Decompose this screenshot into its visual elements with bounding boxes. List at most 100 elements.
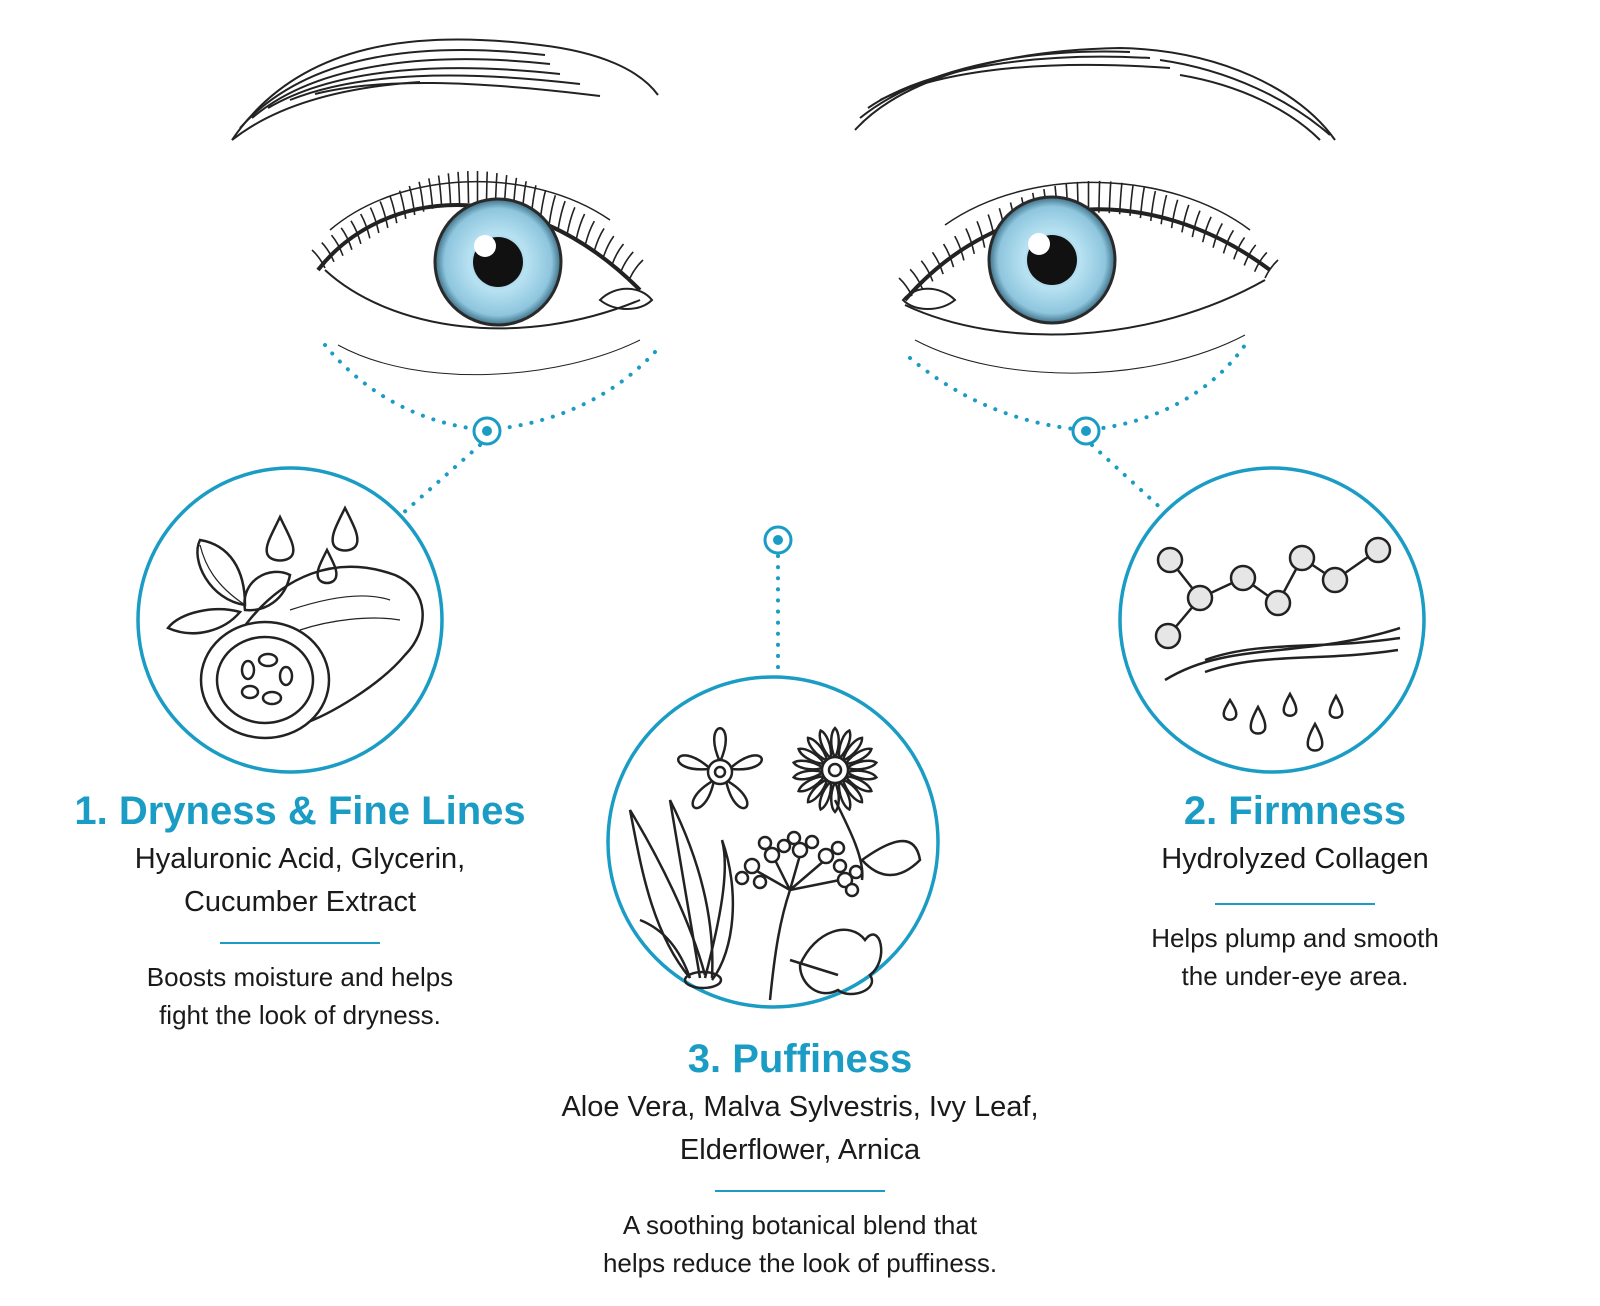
eyelash: [457, 171, 461, 204]
firmness-title: 2. Firmness: [1183, 789, 1407, 833]
arnica-petal: [842, 774, 873, 793]
eyelash: [548, 195, 557, 224]
eyelash: [575, 213, 586, 240]
firmness-ingredients: Hydrolyzed Collagen: [1080, 838, 1510, 881]
description-line: Helps plump and smooth: [1151, 923, 1439, 953]
eyelash: [931, 251, 944, 275]
collagen-molecule-icon: [1118, 466, 1426, 774]
eyelash: [909, 268, 924, 289]
eyelash: [920, 260, 934, 282]
arnica-petal: [843, 769, 879, 781]
arnica-petal: [843, 759, 879, 771]
dryness-ingredients: Hyaluronic Acid, Glycerin, Cucumber Extr…: [70, 838, 530, 924]
cucumber-slice: [199, 620, 331, 740]
eyelash: [1233, 237, 1246, 260]
eyelash: [566, 207, 576, 234]
elderflower: [734, 830, 864, 1001]
eyelash: [1129, 184, 1134, 216]
arnica-petal: [842, 747, 873, 766]
divider: [715, 1190, 885, 1192]
eyelash: [437, 175, 443, 207]
eyelash: [1191, 210, 1201, 238]
mallow-flower: [677, 727, 763, 810]
eyelash: [1243, 244, 1257, 266]
eyelash: [1149, 190, 1157, 221]
eyelash: [340, 227, 353, 250]
eyelash: [321, 241, 335, 263]
arnica-petal: [830, 779, 840, 814]
eyelash: [1264, 259, 1279, 279]
puffiness-circle: [606, 675, 940, 1009]
marker-center: [763, 525, 793, 555]
firmness-description: Helps plump and smooth the under-eye are…: [1080, 919, 1510, 995]
connector-right-under-eye: [908, 343, 1247, 433]
divider: [1215, 903, 1375, 905]
puffiness-title: 3. Puffiness: [687, 1037, 913, 1081]
marker-left: [472, 416, 502, 446]
botanical-flowers-icon: [606, 675, 940, 1009]
description-line: Boosts moisture and helps: [146, 962, 454, 992]
eyelash: [1201, 216, 1212, 243]
cucumber-and-drops-icon: [136, 466, 444, 774]
aloe-vera: [628, 799, 735, 990]
eyelash: [965, 228, 976, 255]
right-eye-illustration: [854, 46, 1336, 374]
eyelash: [1170, 199, 1179, 229]
leaf: [196, 538, 247, 607]
eyelash: [593, 228, 605, 252]
eyelash: [311, 249, 326, 269]
eyelash: [976, 220, 986, 248]
arnica-petal: [806, 776, 830, 804]
left-eye-illustration: [231, 38, 659, 376]
eyelash: [557, 200, 566, 229]
arnica-petal: [818, 728, 833, 762]
connector-left-to-circle: [400, 443, 482, 516]
arnica-petal: [830, 726, 840, 761]
arnica-center-dot: [827, 762, 843, 778]
eyelash: [418, 181, 425, 212]
arnica-petal: [837, 728, 852, 762]
divider: [220, 942, 380, 944]
arnica-petal: [806, 736, 830, 764]
eyelash: [584, 220, 596, 246]
arnica-petal: [818, 778, 833, 812]
dryness-title: 1. Dryness & Fine Lines: [74, 789, 526, 833]
ingredients-line: Elderflower, Arnica: [679, 1134, 921, 1166]
puffiness-ingredients: Aloe Vera, Malva Sylvestris, Ivy Leaf, E…: [500, 1086, 1100, 1172]
ingredients-line: Hydrolyzed Collagen: [1161, 843, 1429, 875]
marker-right: [1071, 416, 1101, 446]
leaf-2: [243, 570, 292, 612]
eyelash: [602, 235, 615, 259]
firmness-section: 2. Firmness Hydrolyzed Collagen Helps pl…: [1080, 788, 1510, 995]
arnica-petal: [791, 769, 827, 781]
ivy-leaf: [798, 928, 883, 996]
connector-right-to-circle: [1090, 443, 1167, 514]
eyelash: [379, 201, 389, 229]
water-drop: [265, 514, 295, 562]
description-line: A soothing botanical blend that: [622, 1210, 978, 1240]
water-drop-3: [316, 547, 338, 585]
description-line: helps reduce the look of puffiness.: [602, 1248, 998, 1278]
dotted-connectors: [323, 343, 1247, 678]
cucumber-body: [233, 565, 424, 727]
eyelash: [1222, 229, 1235, 254]
eyelash: [942, 243, 955, 268]
eyelash: [1160, 194, 1168, 225]
water-drop-2: [331, 505, 359, 552]
eyelash: [1181, 204, 1190, 233]
arnica-petal: [840, 776, 864, 804]
ingredients-line: Aloe Vera, Malva Sylvestris, Ivy Leaf,: [561, 1091, 1039, 1123]
dryness-section: 1. Dryness & Fine Lines Hyaluronic Acid,…: [70, 788, 530, 1034]
eyelash: [629, 259, 644, 279]
firmness-circle: [1118, 466, 1426, 774]
arnica-flower: [791, 726, 879, 814]
description-line: fight the look of dryness.: [159, 1000, 441, 1030]
left-eye-outline: [316, 181, 654, 376]
eyelash: [369, 207, 380, 234]
eyelash: [1098, 180, 1101, 213]
puffiness-section: 3. Puffiness Aloe Vera, Malva Sylvestris…: [500, 1036, 1100, 1282]
eyelash: [447, 173, 452, 205]
ingredients-line: Cucumber Extract: [183, 886, 417, 918]
